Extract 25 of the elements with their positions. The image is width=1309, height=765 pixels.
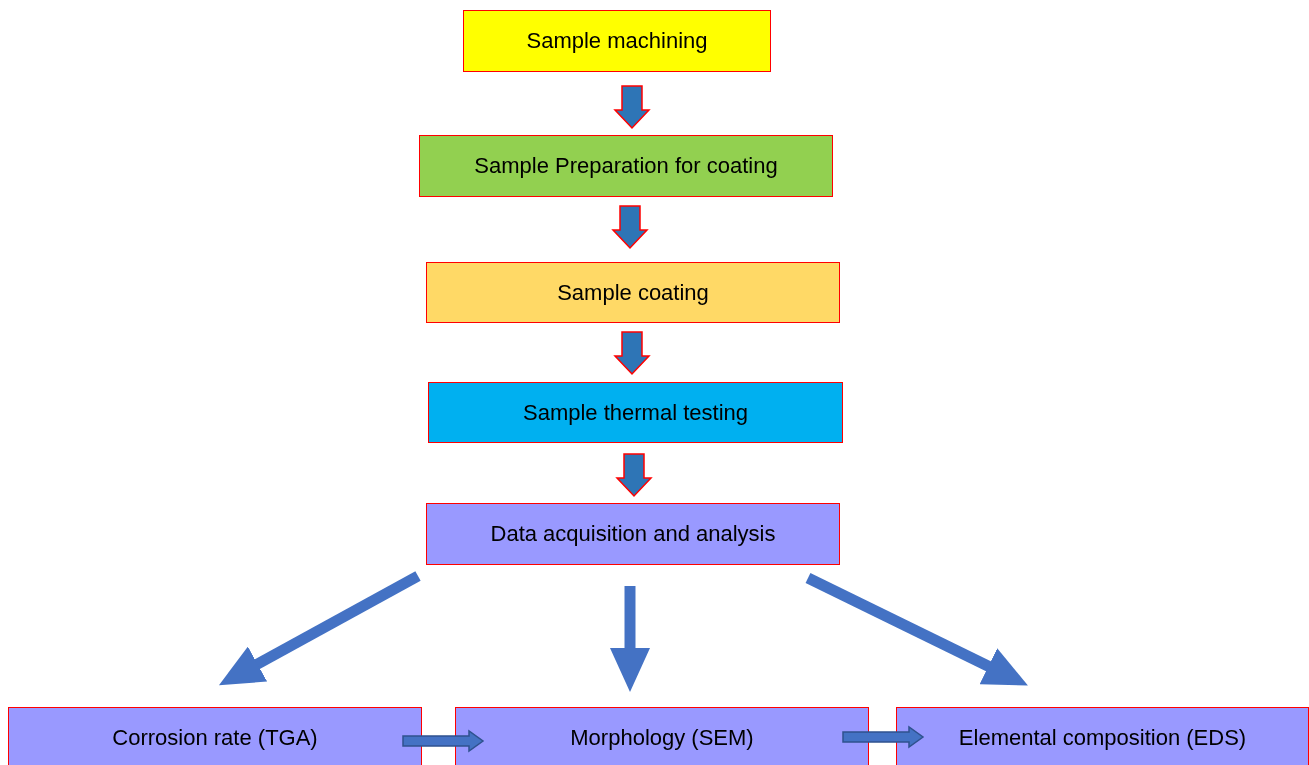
block-arrow	[611, 205, 649, 250]
block-arrow	[613, 331, 651, 376]
step-label: Morphology (SEM)	[570, 725, 754, 751]
step-label: Sample coating	[557, 279, 709, 306]
block-arrow	[842, 725, 925, 749]
block-arrow	[615, 453, 653, 498]
step-label: Data acquisition and analysis	[490, 521, 776, 547]
step-label: Sample machining	[526, 28, 708, 54]
process-box	[463, 10, 771, 72]
process-box	[419, 135, 833, 197]
process-box	[426, 503, 840, 565]
process-box	[428, 382, 843, 443]
process-box	[8, 707, 422, 765]
block-arrow	[613, 85, 651, 130]
step-label: Sample Preparation for coating	[474, 153, 778, 179]
process-box	[896, 707, 1309, 765]
step-label: Elemental composition (EDS)	[958, 725, 1247, 751]
arrow	[218, 571, 421, 686]
step-label: Sample thermal testing	[523, 399, 748, 426]
step-label: Corrosion rate (TGA)	[112, 725, 318, 751]
arrow	[805, 573, 1028, 686]
arrow	[610, 586, 650, 692]
process-box	[455, 707, 869, 765]
block-arrow	[402, 729, 485, 753]
process-box	[426, 262, 840, 323]
